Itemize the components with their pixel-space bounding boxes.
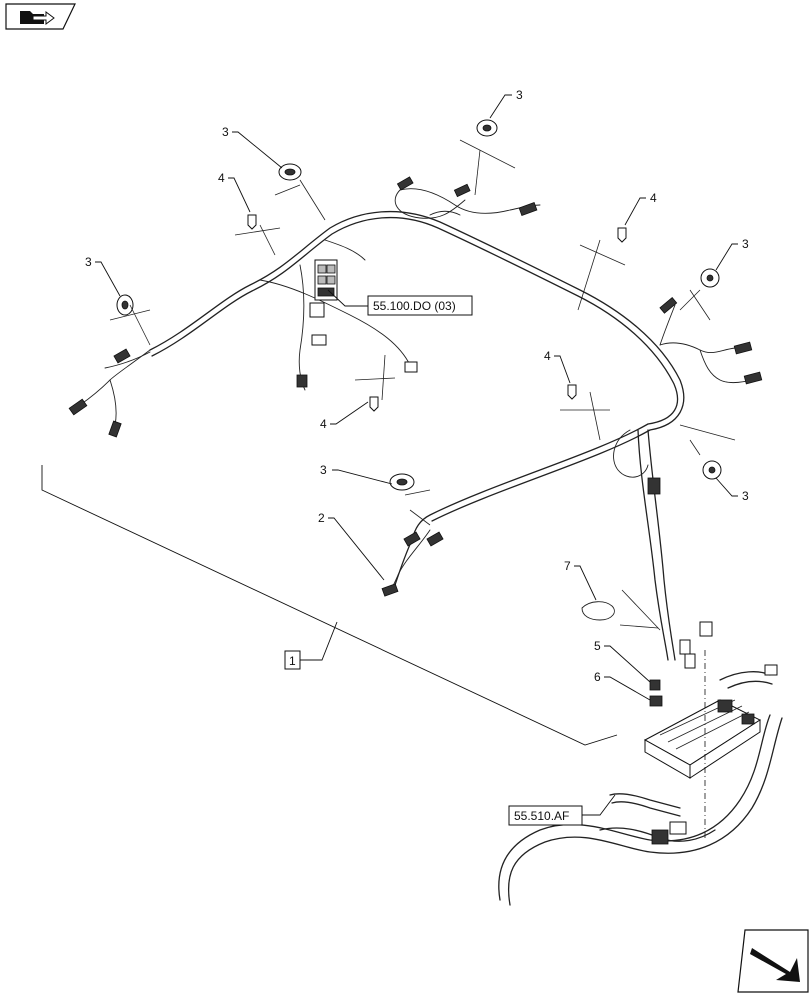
callout-4: 4 [544, 349, 551, 363]
grommets [116, 119, 722, 491]
callout-3: 3 [85, 255, 92, 269]
cable-tie [581, 601, 615, 621]
callout-item-1-box: 1 [284, 650, 301, 670]
callout-7: 7 [564, 559, 571, 573]
fuse-box-assembly [643, 650, 762, 840]
callout-3: 3 [742, 237, 749, 251]
section-marks [109, 139, 736, 631]
callout-6: 6 [594, 670, 601, 684]
grommet-c [116, 294, 134, 316]
callout-4: 4 [218, 171, 225, 185]
connectors [68, 176, 763, 669]
next-page-arrow-icon[interactable] [737, 929, 809, 993]
callout-3: 3 [742, 489, 749, 503]
callout-4: 4 [320, 417, 327, 431]
callout-3: 3 [320, 463, 327, 477]
callout-3: 3 [516, 88, 523, 102]
reference-55-510-af[interactable]: 55.510.AF [508, 805, 583, 826]
grommet-d [700, 268, 720, 288]
svg-text:55.100.DO (03): 55.100.DO (03) [373, 299, 456, 313]
grommet-a [278, 163, 302, 181]
callout-labels: 3 3 4 3 4 3 4 4 3 3 2 7 5 6 [85, 88, 749, 684]
leader-item-1 [41, 465, 618, 746]
callout-2: 2 [318, 511, 325, 525]
svg-text:55.510.AF: 55.510.AF [514, 809, 569, 823]
reference-55-100-do[interactable]: 55.100.DO (03) [367, 295, 473, 316]
grommet-e [389, 473, 415, 491]
clips [247, 214, 627, 412]
callout-4: 4 [650, 191, 657, 205]
svg-text:1: 1 [289, 654, 296, 668]
callout-leaders [95, 94, 738, 816]
callout-5: 5 [594, 639, 601, 653]
callout-3: 3 [222, 125, 229, 139]
grommet-f [702, 460, 722, 480]
main-harness [79, 188, 761, 661]
book-with-arrow-icon[interactable] [5, 3, 76, 30]
grommet-b [476, 119, 498, 137]
relay-block [296, 259, 418, 388]
floor-harness [498, 664, 783, 906]
